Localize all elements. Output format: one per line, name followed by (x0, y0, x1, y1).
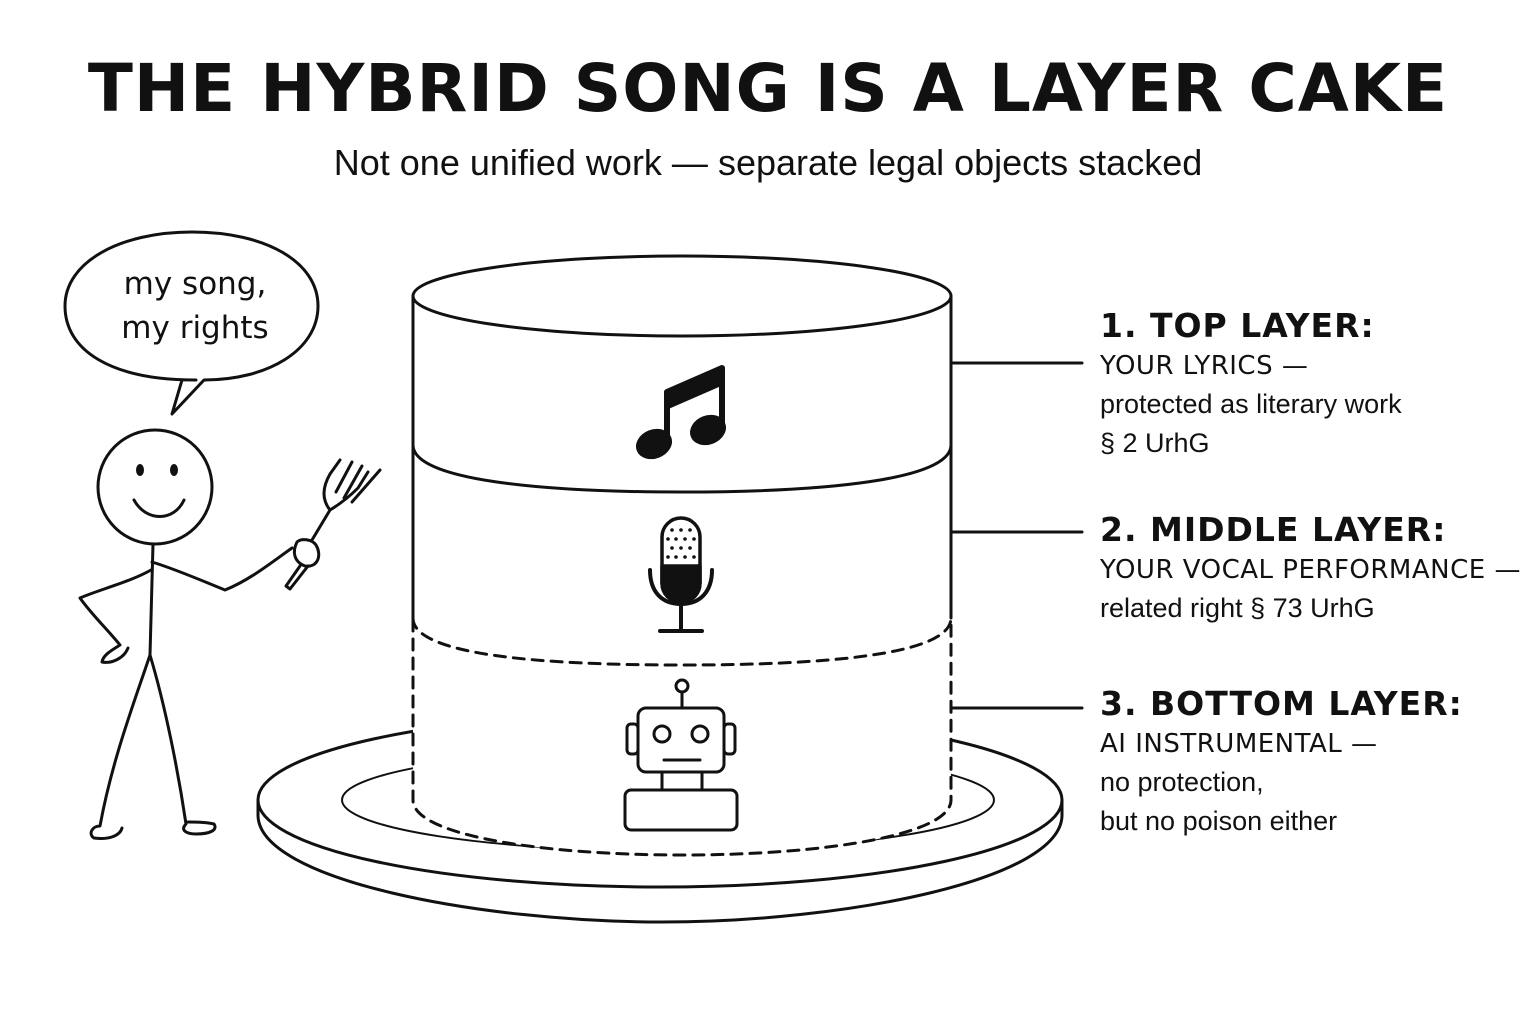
middle-layer-label: 2. MIDDLE LAYER: YOUR VOCAL PERFORMANCE … (1100, 510, 1521, 624)
leader-lines (951, 361, 1084, 710)
fork-icon (284, 458, 382, 591)
middle-layer-subject: YOUR VOCAL PERFORMANCE — (1100, 555, 1521, 585)
speech-bubble-line: my rights (121, 310, 269, 346)
top-layer-heading: 1. TOP LAYER: (1100, 306, 1375, 345)
bottom-layer-heading: 3. BOTTOM LAYER: (1100, 684, 1463, 723)
bottom-layer-detail: no protection, (1100, 767, 1264, 797)
top-layer-detail: protected as literary work (1100, 389, 1402, 419)
middle-layer-heading: 2. MIDDLE LAYER: (1100, 510, 1447, 549)
speech-bubble-line: my song, (123, 266, 267, 302)
bottom-layer-subject: AI INSTRUMENTAL — (1100, 729, 1378, 759)
cake-middle-layer (411, 443, 953, 620)
music-note-icon (636, 365, 726, 460)
cake-top-layer (411, 254, 953, 447)
middle-layer-detail: related right § 73 UrhG (1100, 593, 1375, 623)
top-layer-label: 1. TOP LAYER: YOUR LYRICS — protected as… (1100, 306, 1402, 459)
bottom-layer-detail-2: but no poison either (1100, 806, 1338, 836)
bottom-layer-label: 3. BOTTOM LAYER: AI INSTRUMENTAL — no pr… (1100, 684, 1463, 837)
microphone-icon (648, 516, 714, 633)
page-subtitle: Not one unified work — separate legal ob… (333, 142, 1203, 183)
speech-bubble (63, 230, 320, 416)
stick-figure (78, 428, 294, 840)
robot-icon (623, 678, 739, 832)
top-layer-detail-2: § 2 UrhG (1100, 428, 1210, 458)
speech-bubble-text: my song, my rights (80, 262, 310, 350)
smiley-face (132, 464, 186, 518)
top-layer-subject: YOUR LYRICS — (1100, 351, 1309, 381)
page-title: THE HYBRID SONG IS A LAYER CAKE (87, 50, 1449, 127)
